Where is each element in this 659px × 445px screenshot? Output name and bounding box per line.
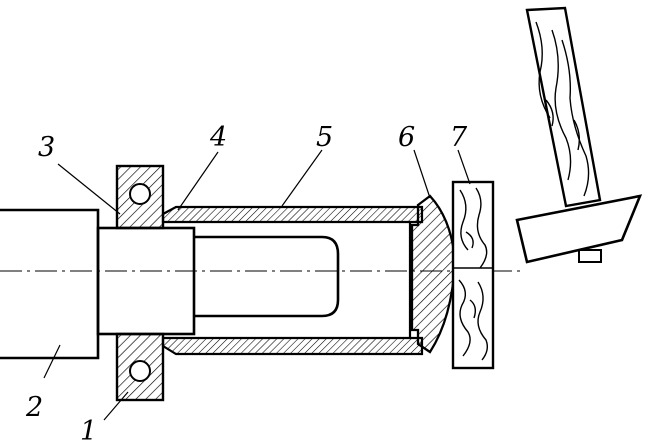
bearing-top <box>115 164 165 230</box>
sleeve-tube <box>161 205 424 356</box>
label-part-5: 5 <box>316 122 333 153</box>
leader-3 <box>57 163 121 215</box>
label-part-7: 7 <box>450 122 468 153</box>
inner-spindle <box>194 235 340 318</box>
leader-1 <box>103 391 129 421</box>
hammer-handle <box>525 6 602 208</box>
leader-4 <box>177 151 219 211</box>
leader-5 <box>281 149 323 207</box>
ball-top <box>129 183 151 205</box>
cup-head <box>410 194 457 354</box>
wood-board <box>451 180 495 370</box>
bearing-bottom <box>115 332 165 402</box>
label-part-4: 4 <box>209 122 227 153</box>
leader-6 <box>413 149 431 199</box>
leader-7 <box>457 149 471 185</box>
shaft-housing <box>0 208 100 360</box>
ball-bottom <box>129 360 151 382</box>
hammer-head <box>515 194 643 264</box>
label-part-6: 6 <box>398 122 415 153</box>
leader-2 <box>43 344 61 379</box>
label-part-3: 3 <box>38 132 55 163</box>
label-part-1: 1 <box>80 416 97 445</box>
label-part-2: 2 <box>25 392 43 423</box>
shaft-collar <box>96 226 196 336</box>
